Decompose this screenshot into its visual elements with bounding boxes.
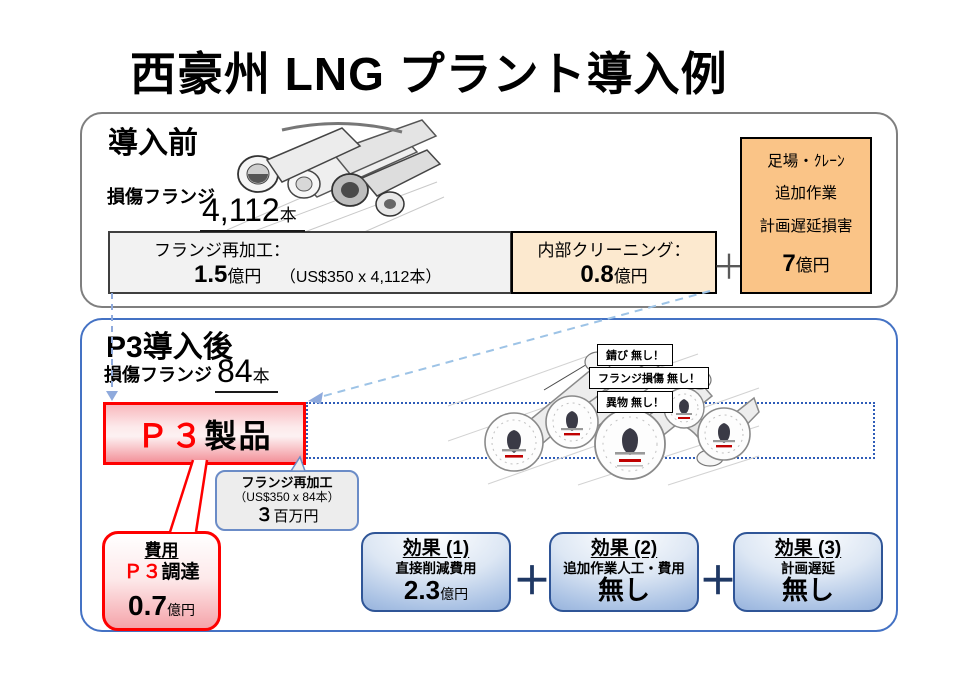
reflange-value-row: 1.5億円 （US$350 x 4,112本） [110,261,510,289]
effect1-sub: 直接削減費用 [395,560,477,576]
effect3-sub: 計画遅延 [781,560,835,576]
effect2-value-row: 無し [597,575,650,606]
pipe-label-no-foreign-matter: 異物 無し！ [597,391,674,413]
effect1-value: 2.3 [403,575,441,606]
cost-p3-row: Ｐ３調達 [123,561,199,585]
before-damaged-label: 損傷フランジ [107,187,215,207]
reflange-after-callout: フランジ再加工 （US$350 x 84本） ３百万円 [215,470,359,531]
effect-box-1: 効果 (1) 直接削減費用 2.3億円 [361,532,511,612]
page-title: 西豪州 LNG プラント導入例 [130,48,728,100]
extra-line1: 足場・ｸﾚｰﾝ [767,153,845,171]
callout-line1: フランジ再加工 [241,474,333,490]
cleaning-value-row: 0.8億円 [513,261,715,289]
effect1-unit: 億円 [440,586,469,603]
before-damaged-number: 4,112 [202,192,280,228]
pipe-label-no-rust: 錆び 無し！ [597,344,674,366]
reflange-unit: 億円 [227,267,262,286]
callout-value-row: ３百万円 [255,505,318,527]
effect-box-2: 効果 (2) 追加作業人工・費用 無し [549,532,699,612]
reflange-detail: （US$350 x 4,112本） [279,269,442,286]
effect2-title: 効果 (2) [590,537,658,559]
callout-line2: （US$350 x 84本） [234,490,340,505]
cost-rest: 調達 [161,561,200,583]
cleaning-value: 0.8 [580,261,614,288]
cleaning-cost-box: 内部クリーニング： 0.8億円 [511,231,717,294]
effect2-value: 無し [597,575,650,606]
before-heading: 導入前 [108,127,198,160]
cost-value-row: 0.7億円 [128,588,195,623]
effect3-title: 効果 (3) [774,537,842,559]
effect-plus-1: ＋ [513,561,552,603]
after-damaged-number: 84 [217,353,253,389]
callout-value: ３ [255,504,274,525]
effect3-value: 無し [781,575,834,606]
after-heading: P3導入後 [106,331,233,364]
callout-unit: 百万円 [273,507,319,525]
p3-cost-box: 費用 Ｐ３調達 0.7億円 [102,531,221,631]
cleaning-label: 内部クリーニング： [537,241,691,260]
after-damaged-unit: 本 [252,367,270,386]
effect3-value-row: 無し [781,575,834,606]
p3-product-name: 製品 [204,417,273,454]
after-damaged-count: 84本 [215,353,278,393]
before-damaged-unit: 本 [279,206,297,225]
effect1-value-row: 2.3億円 [403,575,469,606]
effect-plus-2: ＋ [699,561,738,603]
effect1-title: 効果 (1) [402,537,470,559]
extra-damage-box: 足場・ｸﾚｰﾝ 追加作業 計画遅延損害 7億円 [740,137,872,294]
extra-value: 7 [782,249,796,277]
cost-title: 費用 [144,540,179,560]
cost-unit: 億円 [166,601,195,618]
extra-line3: 計画遅延損害 [759,217,853,235]
p3-product-p3: Ｐ３ [136,417,205,454]
extra-value-row: 7億円 [782,250,829,278]
before-damaged-count: 4,112本 [200,192,305,232]
effect-box-3: 効果 (3) 計画遅延 無し [733,532,883,612]
cost-value: 0.7 [128,589,167,621]
damaged-pipes-illustration [226,119,445,234]
reflange-value: 1.5 [194,261,228,288]
flange-protector-discs [484,387,751,480]
cost-p3: Ｐ３ [123,561,162,583]
after-damaged-label: 損傷フランジ [104,365,212,385]
pipe-label-no-flange-damage: フランジ損傷 無し！ [589,367,710,389]
extra-line2: 追加作業 [774,185,837,203]
reflange-label: フランジ再加工： [154,241,290,260]
reflange-cost-box: フランジ再加工： 1.5億円 （US$350 x 4,112本） [108,231,512,294]
cleaning-unit: 億円 [613,267,648,286]
extra-unit: 億円 [795,255,830,275]
effect2-sub: 追加作業人工・費用 [563,560,685,576]
